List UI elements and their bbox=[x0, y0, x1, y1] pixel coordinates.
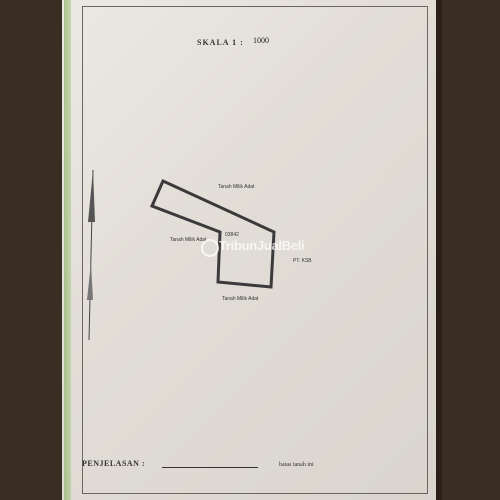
page-edge-shadow bbox=[436, 0, 442, 500]
page-border bbox=[82, 6, 428, 494]
parcel-edge-tick bbox=[151, 180, 164, 207]
north-neighbor-label: Tanah Milik Adat bbox=[218, 184, 255, 190]
legend-text: batas tanah ini bbox=[279, 462, 314, 468]
watermark-text: TribunJualBeli bbox=[219, 238, 305, 253]
south-neighbor-label: Tanah Milik Adat bbox=[222, 296, 259, 302]
north-arrow-icon bbox=[87, 169, 95, 341]
west-neighbor-label: Tanah Milik Adat bbox=[170, 237, 207, 243]
watermark-logo-icon bbox=[201, 239, 219, 257]
scale-label: SKALA 1 : bbox=[197, 38, 244, 47]
parcel-id-label: 03842 bbox=[225, 232, 239, 238]
legend-line bbox=[162, 467, 258, 468]
land-plan-drawing bbox=[87, 169, 276, 341]
document-page: SKALA 1 : 1000 Tanah Milik Adat Tanah Mi… bbox=[62, 0, 438, 500]
parcel-boundary bbox=[149, 179, 276, 289]
east-neighbor-label: PT. KSB bbox=[293, 258, 312, 264]
binding-edge bbox=[64, 0, 71, 500]
scale-value: 1000 bbox=[253, 36, 269, 45]
explanation-label: PENJELASAN : bbox=[82, 459, 146, 468]
